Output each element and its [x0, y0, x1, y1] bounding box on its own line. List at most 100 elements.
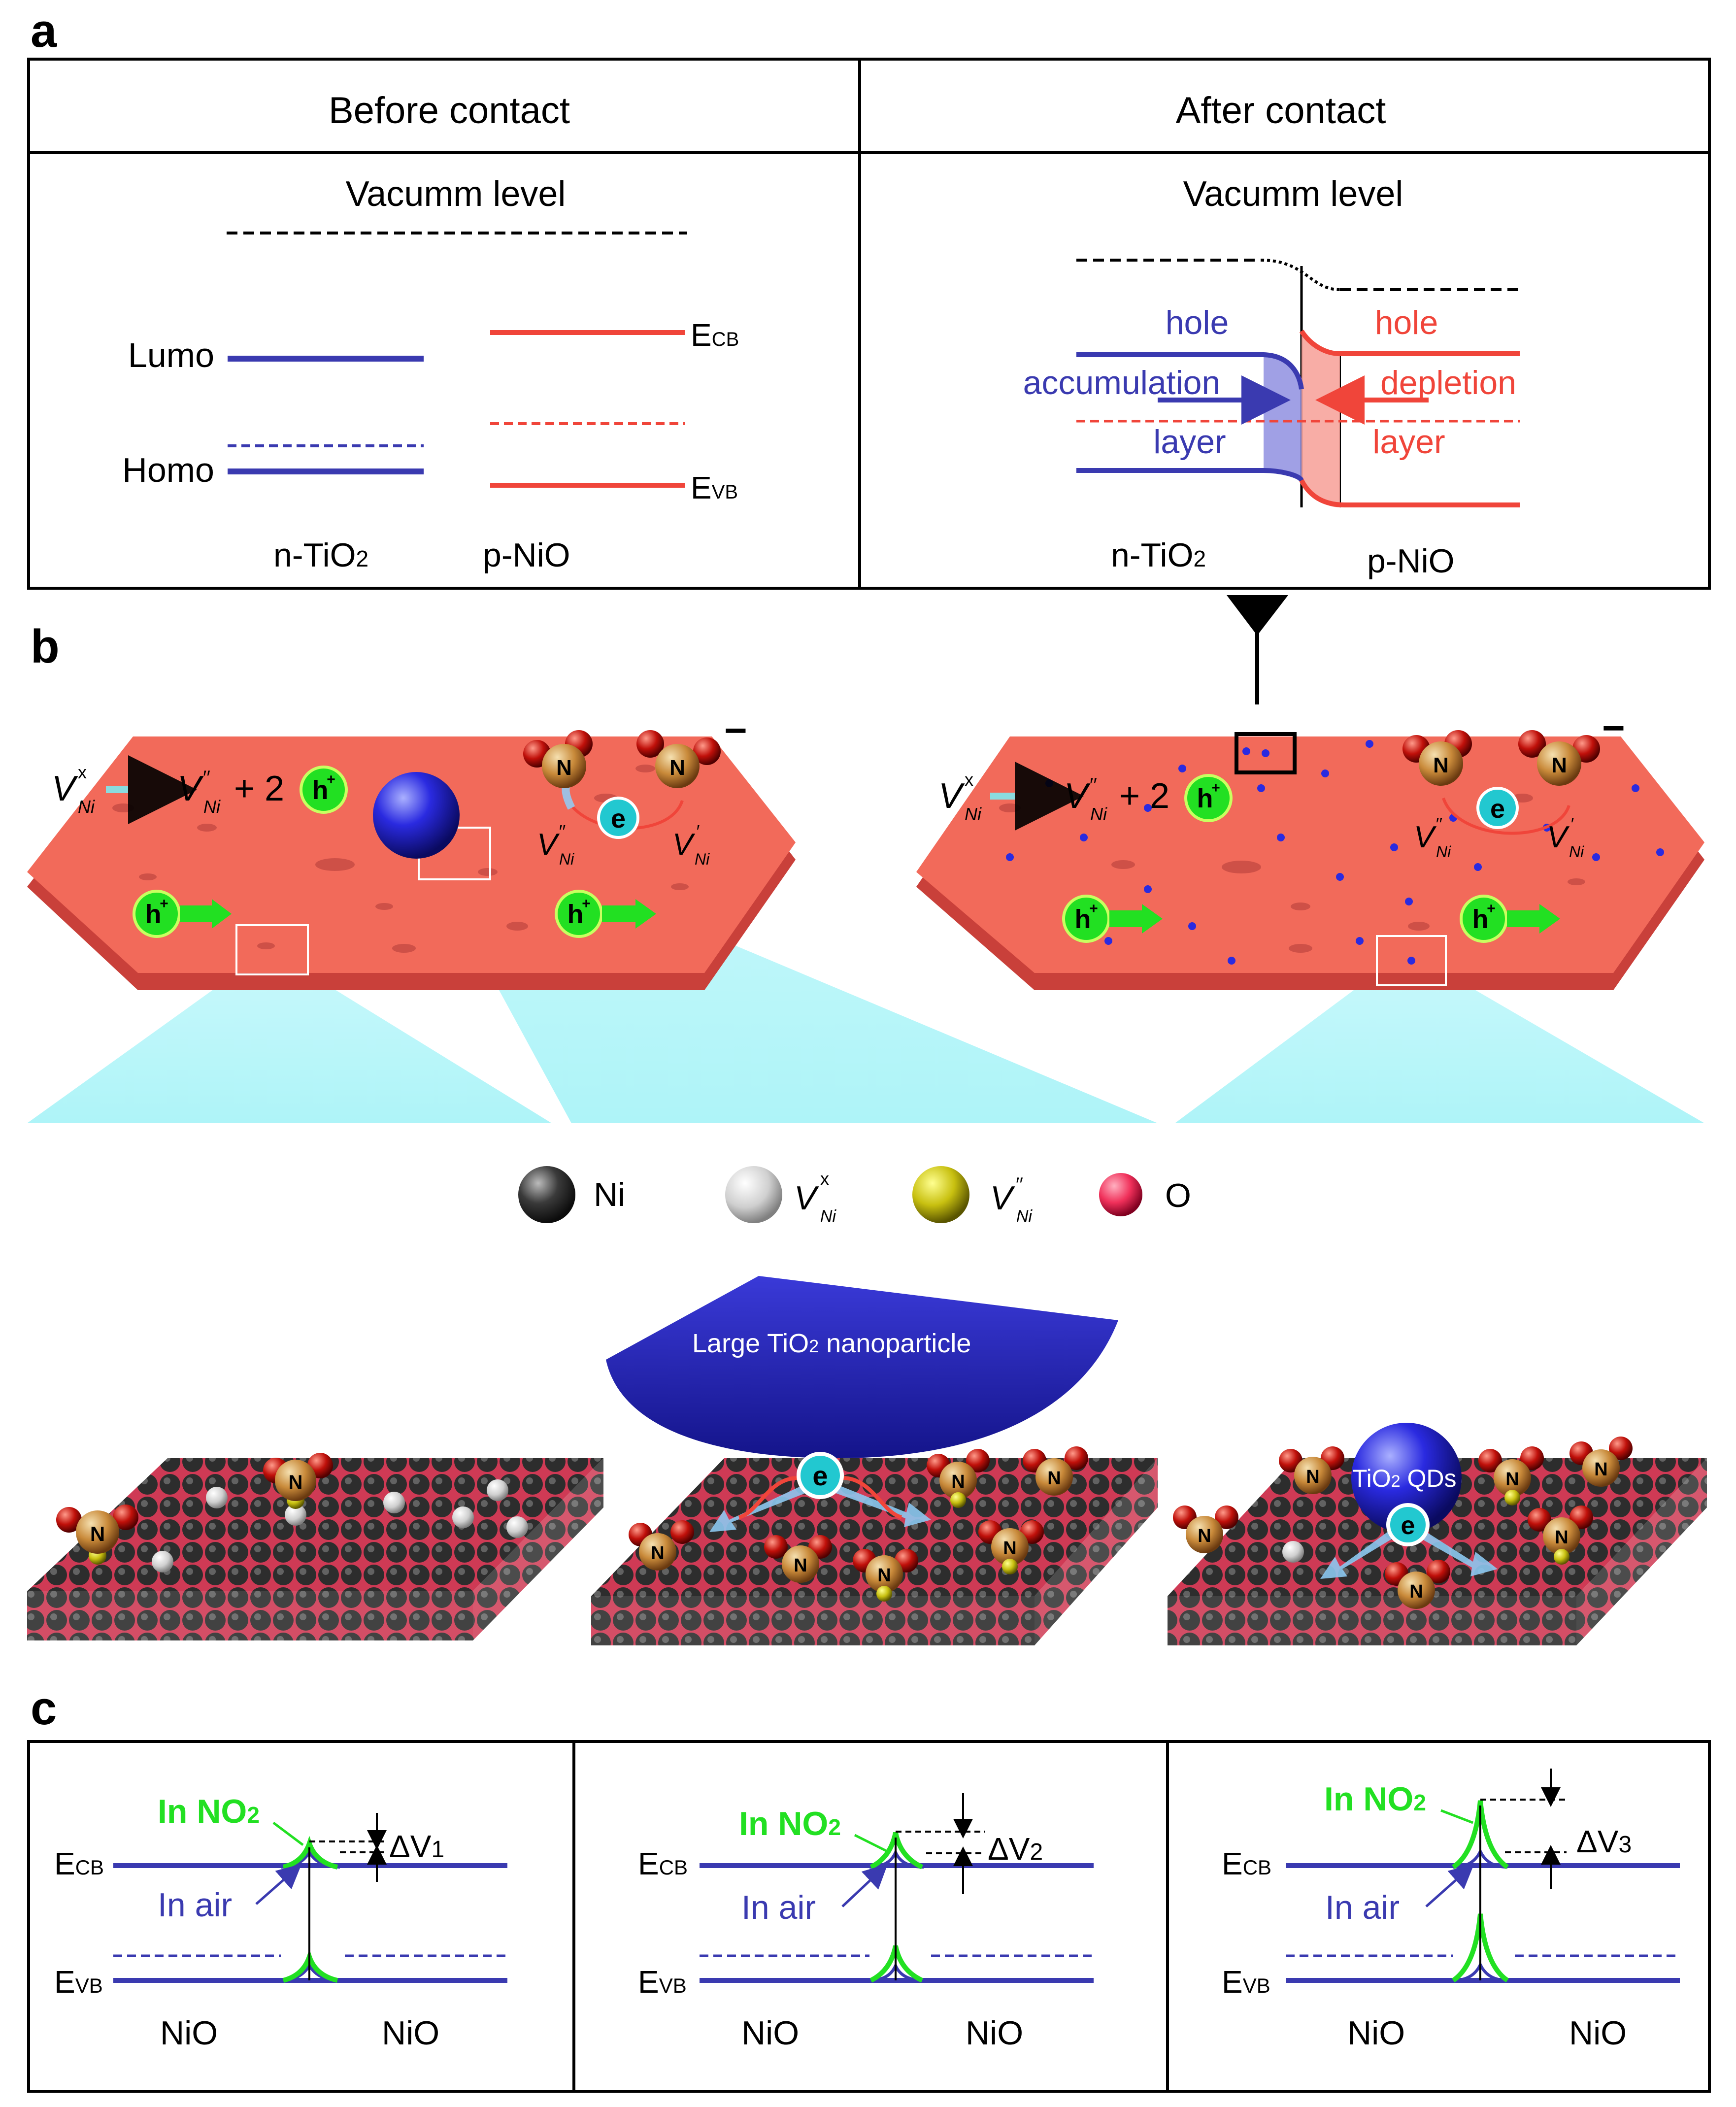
svg-text:e: e [611, 804, 626, 834]
defect-equation-left: V Ni x V Ni ′′ + 2 [52, 755, 284, 824]
svg-text:h: h [312, 775, 329, 805]
hole-label-left: hole [1166, 304, 1229, 341]
tio2-upper-band [1076, 352, 1304, 390]
vacuum-bend [1261, 259, 1340, 291]
svg-text:V: V [537, 828, 560, 862]
svg-text:Ni: Ni [695, 850, 710, 868]
nio-upper-band [1299, 330, 1520, 356]
svg-text:h: h [1197, 784, 1213, 813]
ecb-label-before: ECB [691, 317, 739, 353]
svg-text:Ni: Ni [965, 804, 982, 824]
svg-text:NiO: NiO [741, 2014, 799, 2052]
band-diagram-2: ECB EVB ΔV2 In NO2 In air NiO NiO [638, 1793, 1094, 2052]
tio2-qds-label: TiO2 QDs [1352, 1465, 1457, 1492]
svg-text:N: N [669, 756, 685, 780]
tio2-nanoparticle-sphere [373, 772, 460, 859]
svg-text:+ 2: + 2 [234, 769, 284, 808]
band-diagram-3: ECB EVB ΔV3 In NO2 In air NiO NiO [1222, 1769, 1680, 2052]
svg-text:In air: In air [158, 1886, 232, 1924]
svg-text:h: h [145, 900, 162, 929]
panel-label-c: c [31, 1682, 57, 1735]
zoom-projection-right [1175, 973, 1704, 1123]
defect-equation-right: V Ni x V Ni ′′ + 2 [938, 762, 1169, 831]
svg-text:N: N [1198, 1526, 1211, 1546]
svg-text:N: N [1551, 753, 1567, 777]
panel-c-frame [27, 1740, 1711, 2093]
svg-text:EVB: EVB [1222, 1964, 1270, 2000]
svg-text:′′: ′′ [558, 821, 566, 841]
svg-text:−: − [724, 708, 747, 752]
svg-text:V: V [938, 776, 965, 816]
svg-text:x: x [965, 769, 973, 790]
svg-text:+: + [160, 896, 168, 912]
svg-text:′: ′ [1570, 814, 1574, 834]
panel-label-b: b [31, 620, 60, 673]
no2-molecules-middle: N N N N N N [629, 1446, 1088, 1602]
legend-o-label: O [1165, 1177, 1191, 1214]
svg-text:h: h [568, 900, 584, 929]
svg-text:e: e [812, 1460, 828, 1491]
svg-text:NiO: NiO [382, 2014, 439, 2052]
svg-text:h: h [1472, 904, 1489, 934]
electron-transfer-right: e [1320, 1503, 1498, 1579]
layer-label-right: layer [1372, 423, 1445, 461]
svg-text:N: N [1505, 1469, 1519, 1490]
depletion-label: depletion [1380, 364, 1516, 401]
svg-text:N: N [1433, 753, 1449, 777]
svg-text:e: e [1490, 794, 1505, 824]
svg-text:+: + [1089, 901, 1098, 917]
svg-text:ΔV3: ΔV3 [1576, 1824, 1632, 1859]
legend-o-ball [1099, 1173, 1142, 1216]
svg-text:N: N [1594, 1459, 1607, 1480]
lattice-slab-left: N N [27, 1453, 603, 1640]
svg-text:EVB: EVB [638, 1964, 687, 2000]
svg-text:EVB: EVB [54, 1964, 103, 2000]
svg-text:N: N [1555, 1527, 1568, 1548]
svg-text:N: N [1047, 1468, 1061, 1489]
svg-text:V: V [177, 769, 204, 808]
svg-text:−: − [1602, 706, 1625, 750]
vacuum-level-label-before: Vacumm level [346, 174, 566, 214]
p-nio-label-after: p-NiO [1367, 542, 1455, 580]
svg-text:x: x [78, 762, 87, 782]
svg-text:+: + [1211, 780, 1220, 796]
svg-text:Ni: Ni [1569, 843, 1584, 861]
svg-text:+ 2: + 2 [1119, 776, 1169, 816]
before-contact-header: Before contact [329, 90, 570, 132]
accumulation-label: accumulation [1023, 364, 1221, 401]
svg-text:V: V [1064, 776, 1091, 816]
after-contact-header: After contact [1176, 90, 1386, 132]
svg-text:N: N [1306, 1467, 1319, 1487]
panel-label-a: a [31, 4, 57, 57]
n-tio2-label-after: n-TiO2 [1111, 536, 1206, 574]
svg-text:NiO: NiO [1347, 2014, 1405, 2052]
panel-a-table [27, 58, 1711, 590]
svg-text:V: V [990, 1179, 1015, 1217]
svg-text:N: N [556, 756, 572, 780]
svg-text:In NO2: In NO2 [158, 1793, 260, 1830]
svg-text:V: V [1414, 820, 1437, 854]
svg-text:′′: ′′ [1089, 774, 1097, 796]
nio-sheet-right [916, 732, 1704, 990]
svg-text:N: N [651, 1543, 664, 1564]
nio-lower-band [1299, 479, 1520, 507]
svg-text:ECB: ECB [1222, 1846, 1271, 1881]
svg-text:NiO: NiO [1569, 2014, 1627, 2052]
pointer-triangle [1227, 595, 1288, 635]
svg-text:+: + [1487, 901, 1496, 917]
svg-text:V: V [672, 828, 696, 862]
lumo-label: Lumo [128, 336, 214, 374]
svg-text:N: N [289, 1472, 303, 1493]
svg-text:V: V [52, 769, 78, 808]
svg-text:ECB: ECB [638, 1846, 688, 1881]
no2-molecules-right: N N N N N N [1173, 1437, 1633, 1609]
svg-text:′: ′ [696, 821, 700, 841]
no2-adsorption-left: e V Ni ′′ V Ni ′ N N − [523, 708, 747, 868]
legend-ni-label: Ni [594, 1176, 625, 1213]
svg-text:N: N [90, 1522, 105, 1545]
svg-text:Ni: Ni [1436, 843, 1451, 861]
no2-adsorption-right: e V Ni ′′ V Ni ′ N N − [1402, 706, 1625, 861]
large-tio2-nanoparticle [606, 1276, 1118, 1458]
hole-particles: h+ h+ h+ h+ h+ h+ [133, 766, 1560, 943]
